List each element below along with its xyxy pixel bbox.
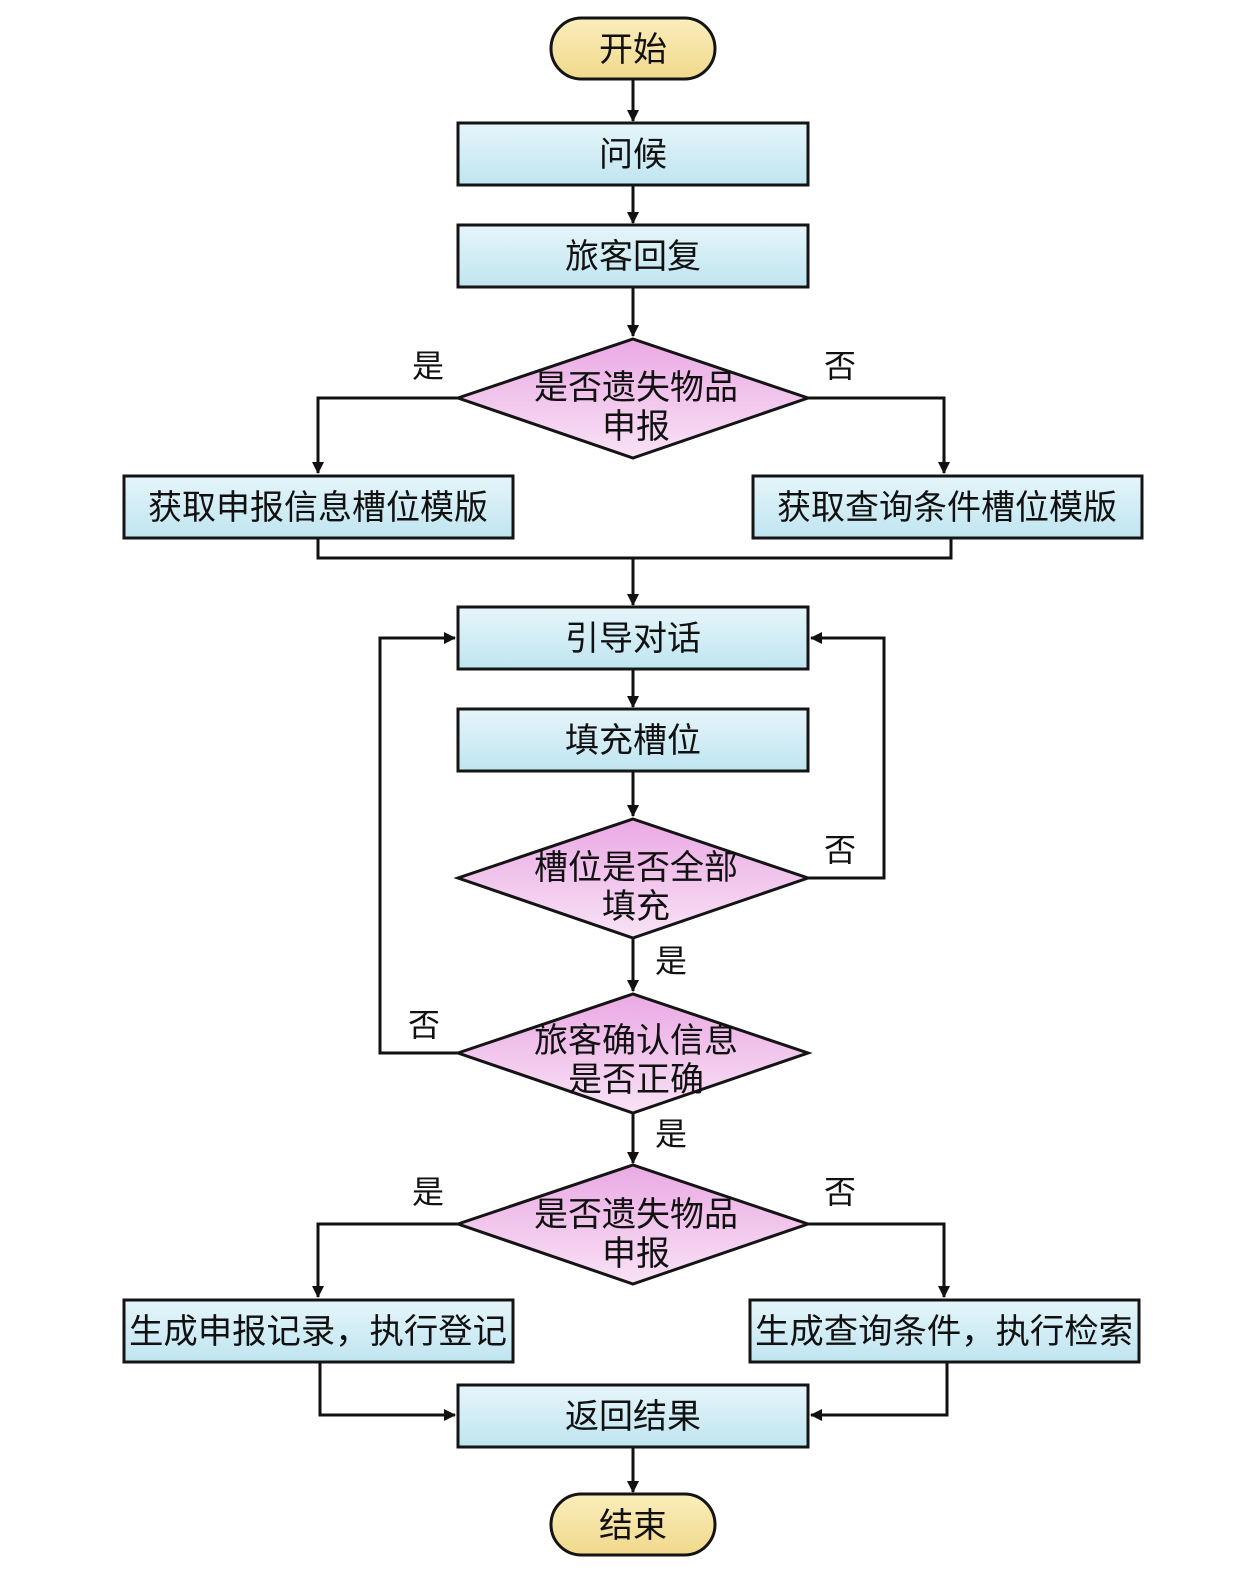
- node-label-line1: 是否遗失物品: [534, 368, 738, 408]
- process-shape: [456, 121, 810, 187]
- terminal-shape: [549, 16, 717, 81]
- node-result: 返回结果: [456, 1383, 810, 1449]
- edge-label-filled-no: 否: [824, 831, 856, 869]
- process-shape: [751, 474, 1144, 540]
- node-label: 获取申报信息槽位模版: [148, 488, 488, 528]
- decision-shape: [453, 817, 813, 940]
- edge-label-decision1-no: 否: [824, 347, 856, 385]
- edge-label-confirm-yes: 是: [655, 1115, 687, 1153]
- node-start: 开始: [549, 16, 717, 81]
- edge-label-filled-yes: 是: [655, 942, 687, 980]
- edge-label-confirm-no: 否: [408, 1006, 440, 1044]
- node-label-line1: 槽位是否全部: [534, 848, 738, 888]
- edge-label-decision2-no: 否: [824, 1173, 856, 1211]
- node-label: 引导对话: [565, 619, 701, 659]
- node-label: 生成查询条件，执行检索: [755, 1312, 1133, 1352]
- node-fill: 填充槽位: [456, 707, 810, 773]
- process-shape: [122, 1298, 515, 1364]
- node-decision-confirm: 旅客确认信息 是否正确: [453, 992, 813, 1115]
- edge-labels: 是 否 否 是 否 是 是 否: [408, 347, 856, 1211]
- decision-shape: [453, 992, 813, 1115]
- node-tpl-query: 获取查询条件槽位模版: [751, 474, 1144, 540]
- edge-filled-no-loop: [808, 632, 886, 880]
- edge-templates-merge: [316, 538, 953, 560]
- node-label-line2: 申报: [602, 1234, 670, 1274]
- process-shape: [456, 223, 810, 289]
- edge-decision2-yes: [312, 1222, 458, 1298]
- edge-label-decision1-yes: 是: [412, 347, 444, 385]
- edge-register-result: [318, 1362, 456, 1421]
- node-label-line2: 是否正确: [568, 1060, 704, 1100]
- node-reply: 旅客回复: [456, 223, 810, 289]
- node-label: 生成申报记录，执行登记: [129, 1312, 507, 1352]
- process-shape: [456, 707, 810, 773]
- node-do-register: 生成申报记录，执行登记: [122, 1298, 515, 1364]
- edge-confirm-no-loop: [378, 632, 458, 1055]
- decision-shape: [453, 1163, 813, 1286]
- node-label: 填充槽位: [565, 721, 701, 761]
- edge-decision1-yes: [312, 396, 458, 474]
- node-label-line2: 申报: [602, 407, 670, 447]
- node-label: 问候: [599, 135, 667, 175]
- decision-shape: [453, 337, 813, 460]
- process-shape: [456, 1383, 810, 1449]
- node-label-line2: 填充: [602, 887, 670, 927]
- node-label: 获取查询条件槽位模版: [777, 488, 1117, 528]
- node-end: 结束: [549, 1492, 717, 1557]
- edges: [312, 80, 953, 1493]
- process-shape: [122, 474, 515, 540]
- edge-decision1-no: [808, 396, 950, 474]
- node-tpl-report: 获取申报信息槽位模版: [122, 474, 515, 540]
- node-label: 开始: [599, 30, 667, 70]
- node-label: 结束: [599, 1506, 667, 1546]
- node-label-line1: 是否遗失物品: [534, 1195, 738, 1235]
- edge-label-decision2-yes: 是: [412, 1173, 444, 1211]
- edge-decision2-no: [808, 1222, 950, 1298]
- process-shape: [456, 605, 810, 671]
- node-decision-filled: 槽位是否全部 填充: [453, 817, 813, 940]
- node-label: 返回结果: [565, 1397, 701, 1437]
- node-decision-lost2: 是否遗失物品 申报: [453, 1163, 813, 1286]
- process-shape: [748, 1298, 1141, 1364]
- node-do-search: 生成查询条件，执行检索: [748, 1298, 1141, 1364]
- node-greet: 问候: [456, 121, 810, 187]
- node-label-line1: 旅客确认信息: [534, 1021, 738, 1061]
- node-guide: 引导对话: [456, 605, 810, 671]
- edge-search-result: [810, 1362, 949, 1421]
- node-label: 旅客回复: [565, 237, 701, 277]
- node-decision-lost1: 是否遗失物品 申报: [453, 337, 813, 460]
- terminal-shape: [549, 1492, 717, 1557]
